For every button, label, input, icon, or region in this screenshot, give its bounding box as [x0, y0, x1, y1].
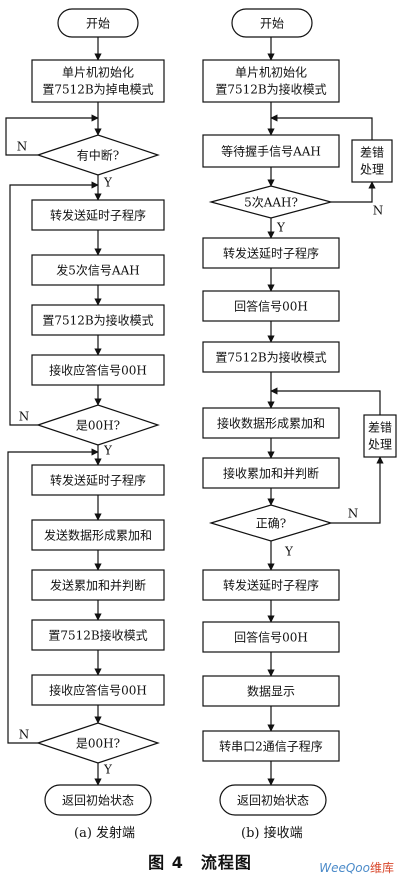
right-correct-no-label: N [348, 507, 359, 521]
right-serial-label: 转串口2通信子程序 [219, 739, 323, 754]
left-interrupt-decision [36, 134, 160, 176]
right-recvmode-label: 置7512B为接收模式 [215, 350, 326, 365]
right-5aah-no-path [331, 181, 376, 203]
right-error1-line2: 处理 [360, 163, 384, 177]
right-correct-no-path [331, 456, 384, 524]
left-00h-1-no-label: N [19, 410, 30, 424]
left-caption: (a) 发射端 [74, 826, 136, 841]
right-error2-line1: 差错 [368, 421, 392, 435]
left-00h-2-no-label: N [19, 728, 30, 742]
left-init-line1: 单片机初始化 [62, 66, 134, 80]
right-5aah-no-label: N [373, 204, 384, 218]
left-send5-label: 发5次信号AAH [56, 263, 139, 278]
right-reply2-label: 回答信号00H [234, 630, 308, 645]
left-00h-1-yes-label: Y [103, 444, 113, 458]
right-start-label: 开始 [260, 17, 284, 31]
left-recvmode2-label: 置7512B接收模式 [48, 628, 147, 643]
right-display-label: 数据显示 [247, 684, 295, 699]
right-start-terminal [231, 8, 313, 38]
right-recvsum-label: 接收累加和并判断 [223, 466, 319, 481]
left-00h-1-question: 是00H? [76, 419, 120, 433]
left-interrupt-question: 有中断? [77, 148, 119, 163]
left-00h-decision-1 [36, 404, 160, 446]
right-error1-return [270, 114, 373, 140]
left-00h-2-yes-label: Y [103, 763, 113, 777]
right-reply1-label: 回答信号00H [234, 299, 308, 314]
left-delay1-label: 转发送延时子程序 [50, 208, 146, 223]
left-recvack2-label: 接收应答信号00H [49, 683, 147, 698]
left-00h-1-no-loop [9, 181, 99, 426]
left-interrupt-yes-label: Y [103, 176, 113, 190]
right-caption: (b) 接收端 [241, 826, 303, 841]
right-end-label: 返回初始状态 [237, 794, 309, 808]
left-delay2-label: 转发送延时子程序 [50, 473, 146, 488]
left-interrupt-no-label: N [17, 140, 28, 154]
right-error1-line1: 差错 [360, 146, 384, 160]
right-5aah-yes-label: Y [276, 221, 286, 235]
right-correct-yes-label: Y [284, 545, 294, 559]
right-init-line2: 置7512B为接收模式 [215, 82, 326, 97]
left-00h-2-question: 是00H? [76, 737, 120, 751]
right-correct-question: 正确? [256, 517, 286, 531]
right-error2-line2: 处理 [368, 438, 392, 452]
watermark-logo: WeeQoo维库 [319, 859, 394, 876]
left-interrupt-no-loop [5, 114, 99, 156]
left-init-line2: 置7512B为掉电模式 [42, 83, 153, 97]
left-start-label: 开始 [86, 17, 110, 31]
left-00h-2-no-loop [7, 448, 99, 744]
left-recvack1-label: 接收应答信号00H [49, 363, 147, 378]
right-delay2-label: 转发送延时子程序 [223, 578, 319, 593]
right-5aah-question: 5次AAH? [244, 196, 298, 210]
left-end-label: 返回初始状态 [62, 794, 134, 808]
left-00h-decision-2 [36, 722, 160, 764]
right-recvdata-label: 接收数据形成累加和 [217, 416, 325, 431]
figure-title: 图 4 流程图 [148, 853, 252, 872]
right-init-line1: 单片机初始化 [235, 66, 307, 80]
left-recvmode1-label: 置7512B为接收模式 [42, 313, 153, 328]
left-sendsum-label: 发送累加和并判断 [50, 578, 146, 593]
watermark-latin: WeeQoo [319, 861, 370, 875]
right-delay1-label: 转发送延时子程序 [223, 246, 319, 261]
left-senddata-label: 发送数据形成累加和 [44, 528, 152, 543]
watermark-cn: 维库 [369, 861, 394, 875]
right-wait-label: 等待握手信号AAH [221, 144, 321, 159]
right-error2-return [270, 387, 381, 415]
